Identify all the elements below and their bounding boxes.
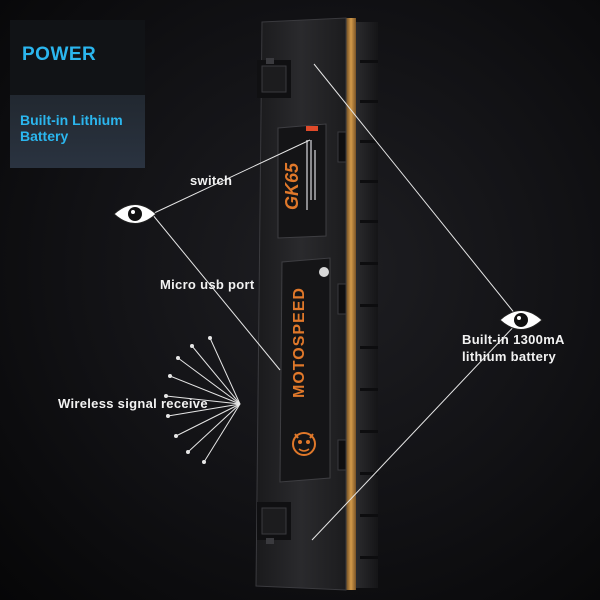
battery-type-label: lithium battery (462, 349, 557, 364)
side-clips (337, 131, 347, 471)
wireless-label: Wireless signal receive (58, 396, 208, 411)
panel-header-band (10, 20, 145, 95)
wireless-arrowheads (164, 336, 212, 464)
battery-subheading: Built-in Lithium Battery (20, 112, 123, 144)
model-name: GK65 (282, 162, 302, 210)
copper-edge (346, 18, 356, 590)
wireless-signal-icon (165, 337, 241, 463)
label-fine-print (306, 140, 316, 210)
brand-plate (279, 257, 331, 483)
micro-usb-label: Micro usb port (160, 277, 255, 292)
rubber-foot-top (257, 58, 291, 98)
switch-label: switch (190, 173, 233, 188)
leopard-logo-icon (292, 432, 316, 456)
micro-usb-port (319, 267, 329, 277)
power-heading: POWER (22, 44, 97, 65)
keycap-strip (356, 22, 378, 588)
battery-capacity-label: Built-in 1300mA (462, 332, 565, 347)
brand-name: MOTOSPEED (291, 287, 308, 398)
eye-icon (499, 310, 543, 330)
eye-icon (113, 204, 157, 224)
callout-lines (151, 63, 521, 541)
rubber-foot-bottom (257, 502, 291, 544)
power-info-panel (10, 20, 145, 168)
power-switch (306, 126, 318, 131)
